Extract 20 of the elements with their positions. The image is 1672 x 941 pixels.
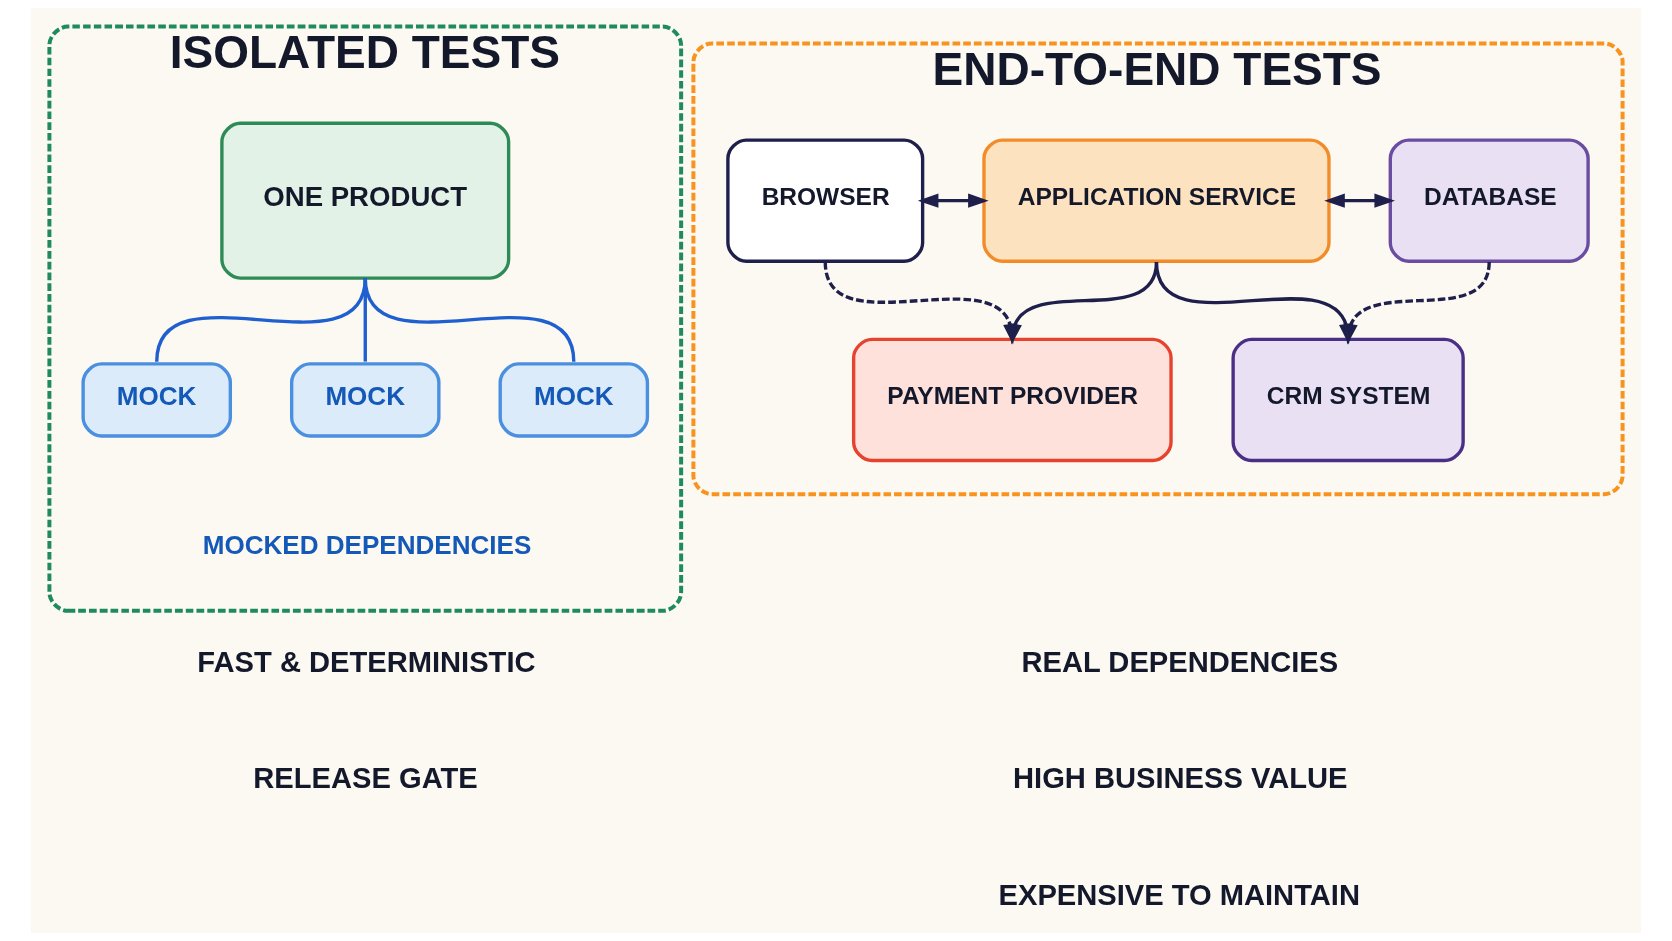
arrow (1324, 193, 1395, 208)
connector (363, 277, 576, 362)
label: REAL DEPENDENCIES (1021, 645, 1339, 678)
label: RELEASE GATE (253, 762, 478, 795)
node-box: CRM SYSTEM (1231, 337, 1465, 463)
node-box: DATABASE (1388, 138, 1590, 263)
label: EXPENSIVE TO MAINTAIN (998, 878, 1360, 911)
node-box: MOCK (290, 362, 441, 438)
connector (155, 277, 367, 362)
node-box: APPLICATION SERVICE (982, 138, 1331, 263)
label: MOCKED DEPENDENCIES (202, 530, 532, 561)
arrow (917, 193, 989, 208)
arrow (1343, 261, 1491, 345)
node-box: BROWSER (726, 138, 925, 263)
label: FAST & DETERMINISTIC (197, 645, 536, 678)
node-box: PAYMENT PROVIDER (851, 337, 1173, 463)
node-box: MOCK (498, 362, 650, 438)
label: HIGH BUSINESS VALUE (1013, 762, 1348, 795)
node-box: MOCK (81, 362, 232, 438)
node-box: ONE PRODUCT (220, 121, 511, 280)
